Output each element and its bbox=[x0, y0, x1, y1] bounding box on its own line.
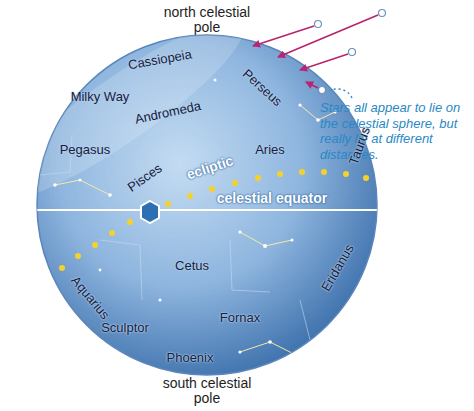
constellation-name: Cassiopeia bbox=[127, 47, 193, 72]
constellation-name: Aquarius bbox=[68, 274, 112, 322]
constellation-name: Cetus bbox=[175, 259, 209, 273]
constellation-name: Pisces bbox=[125, 161, 165, 195]
sphere bbox=[37, 35, 377, 375]
equator-line bbox=[30, 209, 385, 211]
callout-leader bbox=[330, 89, 352, 98]
constellation-name: Andromeda bbox=[134, 99, 203, 127]
milky-way-band bbox=[0, 0, 261, 222]
constellation-lines bbox=[55, 105, 335, 357]
constellation-name: Fornax bbox=[220, 311, 260, 325]
constellation-name: Aries bbox=[255, 143, 285, 157]
callout-note: Stars all appear to lie on the celestial… bbox=[320, 100, 466, 162]
star-circles bbox=[315, 10, 386, 94]
stars bbox=[53, 79, 336, 359]
constellation-boundaries bbox=[40, 135, 310, 340]
ecliptic-label: ecliptic bbox=[185, 153, 236, 183]
equator-label: celestial equator bbox=[217, 191, 328, 206]
constellation-name: Phoenix bbox=[167, 351, 214, 365]
constellation-name: Sculptor bbox=[101, 321, 149, 335]
constellation-name: Eridanus bbox=[319, 242, 357, 294]
earth-symbol bbox=[141, 201, 159, 223]
milky-way-label: Milky Way bbox=[71, 90, 130, 104]
ecliptic-dots bbox=[45, 169, 369, 283]
star-arrows bbox=[253, 15, 378, 88]
pole-label: north celestial pole bbox=[159, 5, 255, 36]
pole-label: south celestial pole bbox=[159, 376, 255, 407]
constellation-name: Perseus bbox=[239, 67, 284, 110]
sphere-details bbox=[0, 0, 385, 358]
constellation-name: Pegasus bbox=[60, 143, 111, 157]
